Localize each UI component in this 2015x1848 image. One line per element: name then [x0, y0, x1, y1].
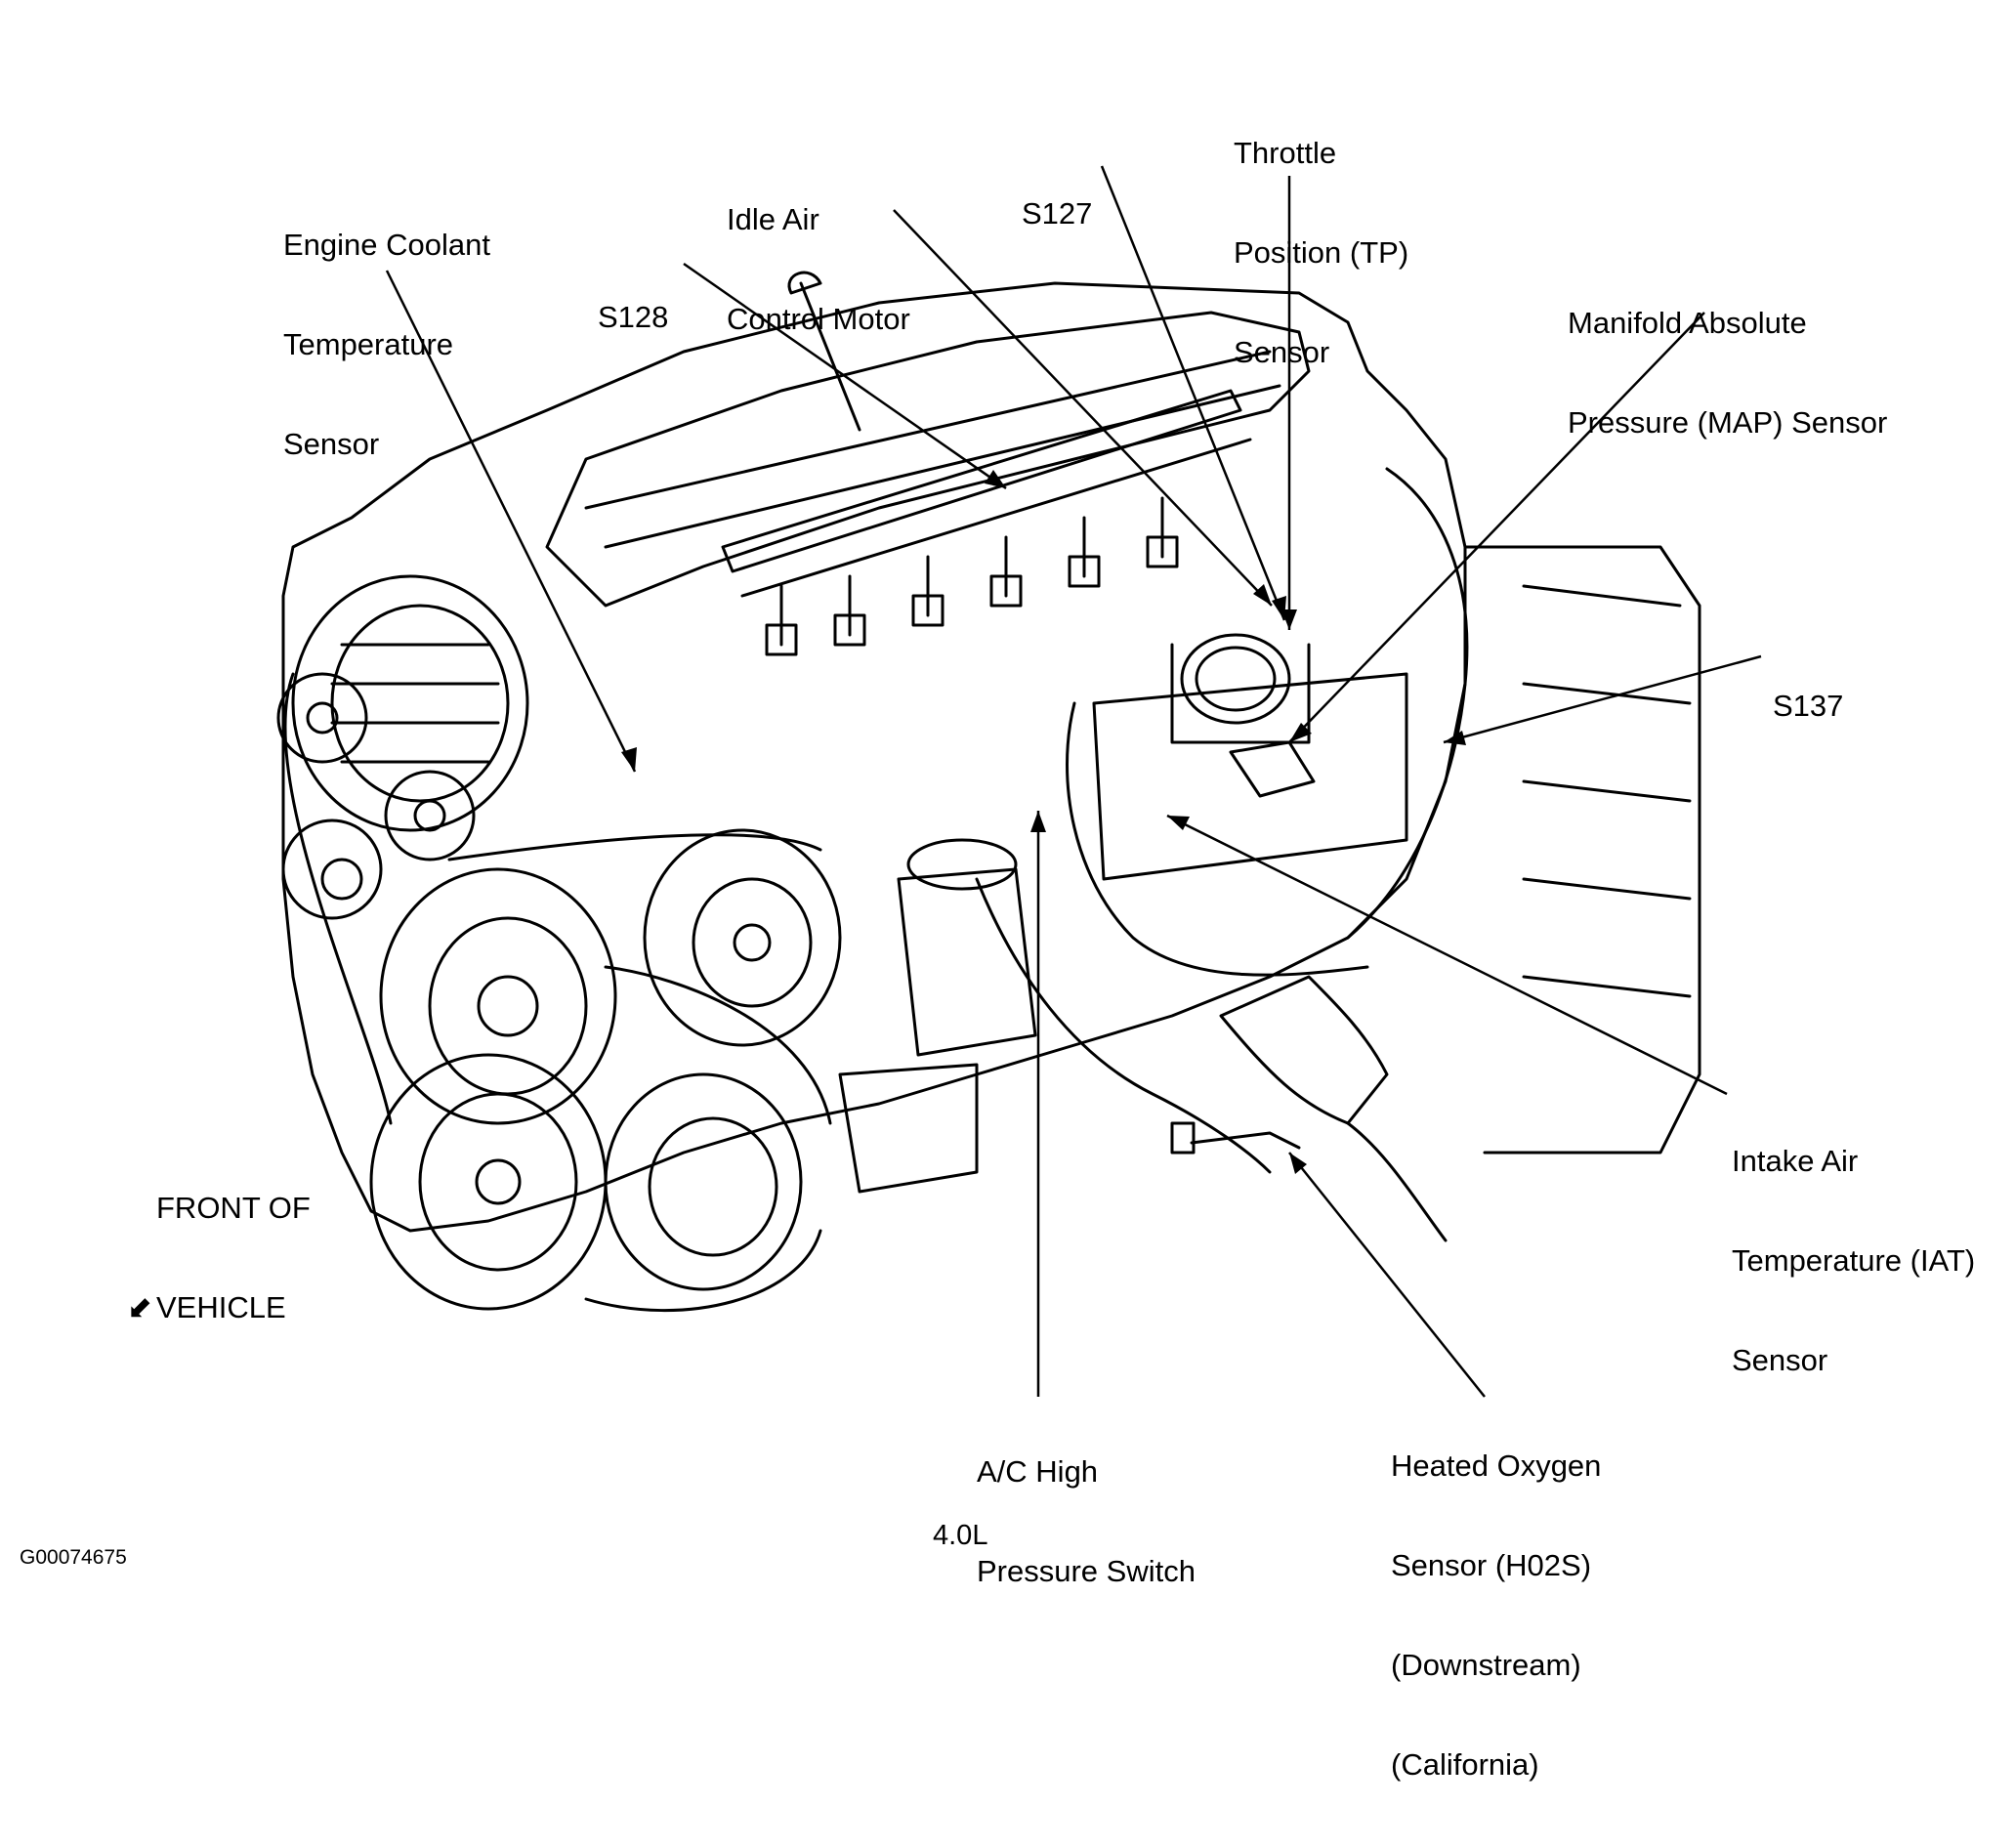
arrowhead-ho2s [1289, 1153, 1307, 1174]
label-line: A/C High [977, 1454, 1099, 1489]
arrowhead-map [1289, 723, 1312, 742]
label-line: S137 [1773, 689, 1844, 723]
label-line: Manifold Absolute [1568, 306, 1807, 340]
engine-outline [276, 271, 1701, 1313]
label-line: Temperature (IAT) [1732, 1243, 1976, 1278]
label-line: Sensor [1732, 1343, 1828, 1377]
leader-lines [385, 165, 1762, 1398]
leader-ect [385, 270, 637, 773]
arrowhead-s137 [1444, 731, 1466, 745]
front-of-vehicle-label: FRONT OF ⬋VEHICLE [127, 1125, 311, 1391]
front-arrow-icon: ⬋ [127, 1290, 152, 1324]
arrowhead-ect [621, 747, 637, 772]
label-s128: S128 [598, 234, 668, 400]
label-throttle-position-sensor: Throttle Position (TP) Sensor [1234, 70, 1408, 436]
label-line: Pressure Switch [977, 1554, 1196, 1588]
label-line: Engine Coolant [283, 228, 490, 262]
leader-s127 [1100, 165, 1286, 621]
label-line: Throttle [1234, 136, 1337, 170]
front-of-vehicle-line1: FRONT OF [156, 1191, 311, 1225]
arrowhead-s128 [985, 470, 1006, 488]
label-line: Sensor (H02S) [1391, 1548, 1592, 1582]
leader-iat [1166, 814, 1728, 1096]
diagram-canvas: Engine Coolant Temperature Sensor S128 I… [20, 70, 1975, 1782]
front-of-vehicle-line2: VEHICLE [156, 1290, 286, 1324]
label-line: Temperature [283, 327, 454, 361]
label-s127: S127 [1022, 131, 1092, 297]
arrowhead-ac [1030, 811, 1046, 832]
label-line: Intake Air [1732, 1144, 1859, 1178]
arrowhead-s127 [1272, 596, 1286, 620]
arrowheads [621, 470, 1466, 1174]
label-ac-high-pressure-switch: A/C High Pressure Switch [977, 1389, 1196, 1655]
label-line: S128 [598, 300, 669, 334]
leader-iac [893, 209, 1273, 607]
label-line: Sensor [283, 427, 380, 461]
arrowhead-iat [1167, 816, 1190, 830]
label-engine-coolant-temperature-sensor: Engine Coolant Temperature Sensor [283, 162, 490, 527]
label-line: Heated Oxygen [1391, 1449, 1602, 1483]
label-line: Position (TP) [1234, 235, 1409, 270]
label-line: Idle Air [727, 202, 819, 236]
label-idle-air-control-motor: Idle Air Control Motor [727, 137, 910, 402]
leader-s128 [683, 262, 1007, 490]
engine-drawing-icon [276, 165, 1762, 1398]
label-line: (Downstream) [1391, 1648, 1581, 1682]
front-of-vehicle-line2-wrap: ⬋VEHICLE [127, 1290, 311, 1324]
label-map-sensor: Manifold Absolute Pressure (MAP) Sensor [1568, 240, 1887, 506]
label-s137: S137 [1773, 623, 1843, 789]
label-intake-air-temperature-sensor: Intake Air Temperature (IAT) Sensor [1732, 1078, 1975, 1444]
engine-size-label: 4.0L [933, 1520, 988, 1551]
label-line: S127 [1022, 196, 1093, 231]
label-line: Pressure (MAP) Sensor [1568, 405, 1888, 440]
label-line: Sensor [1234, 335, 1330, 369]
arrowhead-tp [1281, 609, 1297, 630]
label-heated-oxygen-sensor: Heated Oxygen Sensor (H02S) (Downstream)… [1391, 1383, 1601, 1848]
leader-map [1288, 312, 1705, 743]
label-line: (California) [1391, 1747, 1539, 1782]
figure-id: G00074675 [20, 1546, 127, 1569]
label-line: Control Motor [727, 302, 910, 336]
leader-s137 [1443, 654, 1762, 744]
leader-ho2s [1288, 1152, 1486, 1398]
arrowhead-iac [1253, 584, 1272, 606]
